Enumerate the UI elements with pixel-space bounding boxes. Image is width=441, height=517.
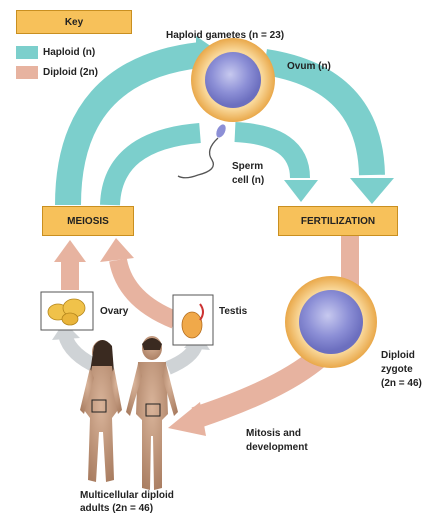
outer-haploid-arrow-right: [265, 62, 372, 175]
ovary-inset: [41, 292, 93, 330]
inner-arrowhead-right: [284, 180, 318, 202]
zygote-label-3: (2n = 46): [381, 378, 422, 390]
fertilization-box: FERTILIZATION: [278, 206, 398, 236]
zygote-to-adults-arrow: [195, 358, 318, 418]
diploid-swatch: [16, 66, 38, 79]
testis-label: Testis: [219, 306, 247, 318]
male-adult-figure: [126, 336, 178, 490]
haploid-gametes-label: Haploid gametes (n = 23): [166, 30, 284, 42]
adults-label-1: Multicellular diploid: [80, 490, 174, 502]
ovum-label: Ovum (n): [287, 61, 331, 73]
haploid-swatch: [16, 46, 38, 59]
sperm-label-1: Sperm: [232, 161, 263, 173]
mitosis-label-1: Mitosis and: [246, 428, 301, 440]
outer-arrowhead-right: [350, 178, 394, 204]
testis-arrowhead: [100, 238, 134, 262]
zygote-label-2: zygote: [381, 364, 413, 376]
testis-inset: [173, 295, 213, 345]
ovary-label: Ovary: [100, 306, 128, 318]
meiosis-box: MEIOSIS: [42, 206, 134, 236]
mitosis-label-2: development: [246, 442, 308, 454]
ovary-arrowhead: [54, 240, 86, 262]
inner-haploid-arrow: [110, 133, 200, 205]
diploid-key-label: Diploid (2n): [43, 67, 98, 79]
haploid-key-label: Haploid (n): [43, 47, 95, 59]
adults-label-2: adults (2n = 46): [80, 503, 153, 515]
zygote-label-1: Diploid: [381, 350, 415, 362]
sperm-label-2: cell (n): [232, 175, 264, 187]
key-title: Key: [16, 10, 132, 34]
